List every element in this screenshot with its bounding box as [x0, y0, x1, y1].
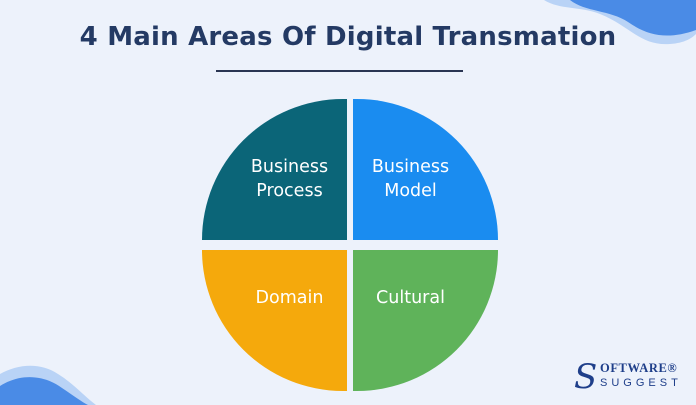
- quadrant-cultural: Cultural: [353, 250, 498, 391]
- quadrant-business-model: Business Model: [353, 99, 498, 240]
- page-title: 4 Main Areas Of Digital Transmation: [79, 22, 617, 52]
- quadrant-business-process: Business Process: [202, 99, 347, 240]
- logo-line-2: SUGGEST: [600, 377, 682, 389]
- softwaresuggest-logo: S OFTWARE® SUGGEST: [574, 358, 692, 398]
- logo-line-2-rest: UGGEST: [611, 377, 682, 389]
- top-right-blob-decoration: [544, 0, 696, 45]
- logo-initial-lower: S: [600, 377, 612, 389]
- quadrant-domain: Domain: [202, 250, 347, 391]
- title-divider: [216, 70, 463, 72]
- bottom-left-blob-decoration: [0, 365, 96, 405]
- logo-initial-upper: S: [574, 357, 598, 397]
- logo-line-1: OFTWARE®: [600, 361, 678, 375]
